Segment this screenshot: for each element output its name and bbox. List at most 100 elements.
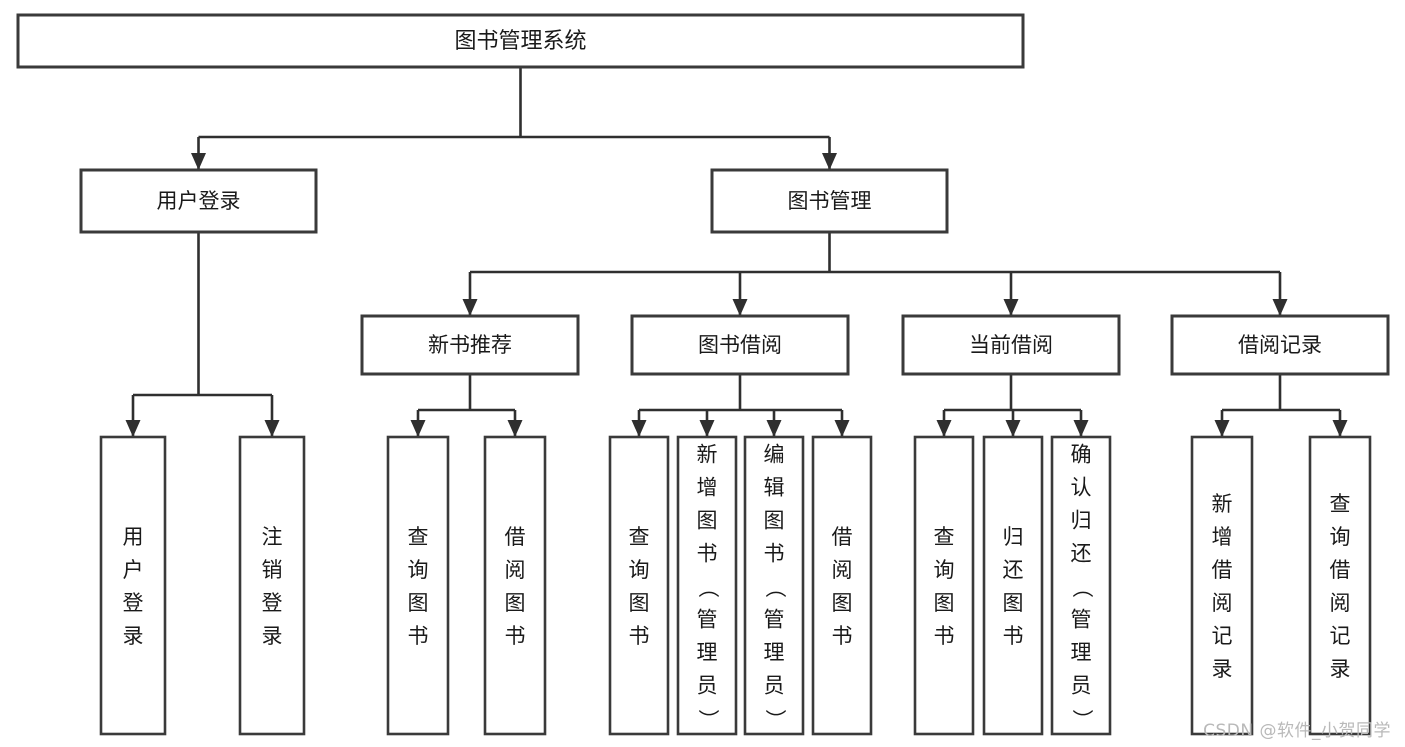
root-node[interactable]: 图书管理系统: [16, 13, 1025, 69]
edge-arrowhead: [1214, 420, 1230, 437]
leaf-label-char: 图: [832, 591, 853, 615]
leaf-box[interactable]: [1308, 435, 1372, 736]
level3-label: 图书借阅: [698, 333, 782, 357]
leaf-label-char: 阅: [832, 558, 853, 582]
leaf-label-char: 借: [505, 525, 526, 549]
leaf-label-char: 登: [262, 591, 283, 615]
leaf-label-char: 增: [697, 476, 718, 500]
edge-arrowhead: [631, 420, 647, 437]
leaf-label-char: 增: [1212, 525, 1233, 549]
leaf-label-char: 书: [697, 542, 718, 566]
leaf-label-char: 查: [408, 525, 429, 549]
leaf-label-char: 还: [1003, 558, 1024, 582]
leaf-label-char: 管: [697, 608, 718, 632]
leaf-box[interactable]: [1050, 435, 1112, 736]
level3-label: 借阅记录: [1238, 333, 1322, 357]
leaf-label-char: 书: [934, 624, 955, 648]
leaf-label-char: ）: [763, 709, 787, 730]
edge-arrowhead: [507, 420, 523, 437]
level3-box[interactable]: [630, 314, 850, 376]
level3-node[interactable]: 当前借阅: [901, 314, 1121, 376]
leaf-label-char: （: [763, 577, 787, 598]
leaf-label-char: 图: [697, 509, 718, 533]
leaf-label-char: 管: [1071, 608, 1092, 632]
leaf-label-char: 借: [1330, 558, 1351, 582]
edge-arrowhead: [732, 299, 748, 316]
leaf-box[interactable]: [1190, 435, 1254, 736]
leaf-label-char: 图: [1003, 591, 1024, 615]
leaf-label-char: 理: [1071, 641, 1092, 665]
leaf-label-char: ）: [696, 709, 720, 730]
leaf-box[interactable]: [483, 435, 547, 736]
leaf-label-char: 用: [123, 525, 144, 549]
leaf-label-char: ）: [1070, 709, 1094, 730]
leaf-label-char: 书: [832, 624, 853, 648]
leaf-label-char: 户: [123, 558, 144, 582]
level2-box[interactable]: [710, 168, 949, 234]
edge-arrowhead: [191, 153, 206, 170]
level3-box[interactable]: [1170, 314, 1390, 376]
leaf-box[interactable]: [386, 435, 450, 736]
leaf-label-char: 新: [697, 443, 718, 467]
edge-arrowhead: [1332, 420, 1348, 437]
leaf-label-char: 阅: [505, 558, 526, 582]
edge-arrowhead: [822, 153, 837, 170]
level2-node[interactable]: 图书管理: [710, 168, 949, 234]
level3-node[interactable]: 借阅记录: [1170, 314, 1390, 376]
edge-arrowhead: [410, 420, 426, 437]
level3-box[interactable]: [901, 314, 1121, 376]
leaf-label-char: 编: [764, 443, 785, 467]
leaf-label-char: 登: [123, 591, 144, 615]
leaf-box[interactable]: [238, 435, 306, 736]
level3-label: 新书推荐: [428, 333, 512, 357]
edge-arrowhead: [699, 420, 715, 437]
level3-box[interactable]: [360, 314, 580, 376]
leaf-label-char: 理: [697, 641, 718, 665]
leaf-label-char: 书: [629, 624, 650, 648]
leaf-label-char: 归: [1003, 525, 1024, 549]
leaf-label-char: 销: [262, 558, 283, 582]
leaf-label-char: 归: [1071, 509, 1092, 533]
leaf-node[interactable]: 用户登录: [99, 435, 167, 736]
leaf-box[interactable]: [608, 435, 670, 736]
leaf-label-char: （: [1070, 577, 1094, 598]
leaf-box[interactable]: [811, 435, 873, 736]
leaf-box[interactable]: [982, 435, 1044, 736]
level2-node[interactable]: 用户登录: [79, 168, 318, 234]
leaf-label-char: 书: [408, 624, 429, 648]
leaf-label-char: 图: [408, 591, 429, 615]
edge-arrowhead: [1003, 299, 1019, 316]
leaf-label-char: 查: [629, 525, 650, 549]
level3-node[interactable]: 图书借阅: [630, 314, 850, 376]
edge-arrowhead: [264, 420, 280, 437]
leaf-label-char: 录: [1330, 657, 1351, 681]
leaf-label-char: 记: [1330, 624, 1351, 648]
edge-arrowhead: [1005, 420, 1021, 437]
leaf-box[interactable]: [913, 435, 975, 736]
leaf-label-char: 还: [1071, 542, 1092, 566]
leaf-label-char: 询: [629, 558, 650, 582]
leaf-box[interactable]: [743, 435, 805, 736]
level2-box[interactable]: [79, 168, 318, 234]
leaf-box[interactable]: [99, 435, 167, 736]
leaf-box[interactable]: [676, 435, 738, 736]
leaf-label-char: 录: [262, 624, 283, 648]
level3-node[interactable]: 新书推荐: [360, 314, 580, 376]
leaf-label-char: 查: [934, 525, 955, 549]
leaf-label-char: 查: [1330, 492, 1351, 516]
root-box[interactable]: [16, 13, 1025, 69]
